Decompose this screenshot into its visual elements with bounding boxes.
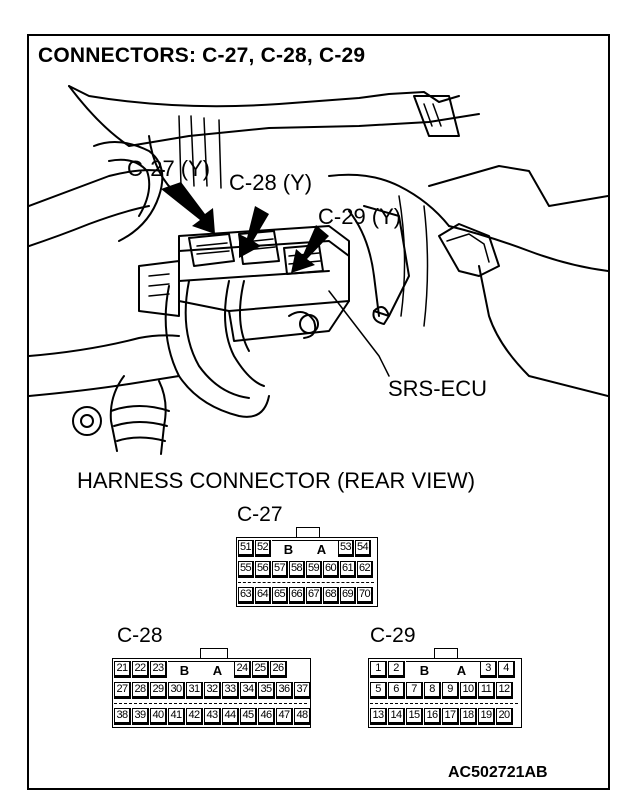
pin-19: 19 <box>478 708 495 725</box>
row-separator <box>114 703 307 704</box>
pin-29: 29 <box>150 682 167 699</box>
pin-1: 1 <box>370 661 387 678</box>
pin-4: 4 <box>498 661 515 678</box>
pin-58: 58 <box>289 561 305 578</box>
pin-61: 61 <box>340 561 356 578</box>
pin-2: 2 <box>388 661 405 678</box>
pin-7: 7 <box>406 682 423 699</box>
pin-13: 13 <box>370 708 387 725</box>
pin-30: 30 <box>168 682 185 699</box>
pin-38: 38 <box>114 708 131 725</box>
pin-21: 21 <box>114 661 131 678</box>
pin-57: 57 <box>272 561 288 578</box>
callout-c28: C-28 (Y) <box>229 170 313 195</box>
key-B: B <box>272 540 305 557</box>
pin-52: 52 <box>255 540 271 557</box>
callout-srs-ecu: SRS-ECU <box>388 376 488 401</box>
pin-48: 48 <box>294 708 311 725</box>
pin-47: 47 <box>276 708 293 725</box>
connector-body <box>112 658 311 728</box>
pin-15: 15 <box>406 708 423 725</box>
pin-59: 59 <box>306 561 322 578</box>
pin-9: 9 <box>442 682 459 699</box>
pin-56: 56 <box>255 561 271 578</box>
figure-title: CONNECTORS: C-27, C-28, C-29 <box>38 44 366 67</box>
pin-27: 27 <box>114 682 131 699</box>
pin-24: 24 <box>234 661 251 678</box>
harness-connector-heading: HARNESS CONNECTOR (REAR VIEW) <box>77 468 476 493</box>
pin-62: 62 <box>357 561 373 578</box>
pin-41: 41 <box>168 708 185 725</box>
pin-5: 5 <box>370 682 387 699</box>
pin-36: 36 <box>276 682 293 699</box>
key-B: B <box>406 661 443 678</box>
pin-51: 51 <box>238 540 254 557</box>
pin-39: 39 <box>132 708 149 725</box>
pin-28: 28 <box>132 682 149 699</box>
pin-22: 22 <box>132 661 149 678</box>
pin-40: 40 <box>150 708 167 725</box>
pin-65: 65 <box>272 587 288 604</box>
figure-frame <box>27 34 610 790</box>
pin-12: 12 <box>496 682 513 699</box>
connector-latch <box>434 648 458 659</box>
pin-54: 54 <box>355 540 371 557</box>
pin-10: 10 <box>460 682 477 699</box>
pin-17: 17 <box>442 708 459 725</box>
key-A: A <box>443 661 480 678</box>
pin-68: 68 <box>323 587 339 604</box>
pin-37: 37 <box>294 682 311 699</box>
pin-34: 34 <box>240 682 257 699</box>
pin-32: 32 <box>204 682 221 699</box>
srs-ecu-illustration <box>29 85 608 455</box>
connector-c28-label: C-28 <box>117 624 163 647</box>
pin-20: 20 <box>496 708 513 725</box>
pin-63: 63 <box>238 587 254 604</box>
pin-3: 3 <box>480 661 497 678</box>
row-separator <box>238 582 374 583</box>
pin-25: 25 <box>252 661 269 678</box>
key-A: A <box>201 661 234 678</box>
pin-67: 67 <box>306 587 322 604</box>
pin-35: 35 <box>258 682 275 699</box>
key-A: A <box>305 540 338 557</box>
pin-33: 33 <box>222 682 239 699</box>
pin-60: 60 <box>323 561 339 578</box>
key-B: B <box>168 661 201 678</box>
pin-31: 31 <box>186 682 203 699</box>
pin-64: 64 <box>255 587 271 604</box>
pin-8: 8 <box>424 682 441 699</box>
figure-code: AC502721AB <box>448 764 548 781</box>
pin-46: 46 <box>258 708 275 725</box>
pin-43: 43 <box>204 708 221 725</box>
pin-44: 44 <box>222 708 239 725</box>
pin-69: 69 <box>340 587 356 604</box>
pin-18: 18 <box>460 708 477 725</box>
pin-66: 66 <box>289 587 305 604</box>
pin-14: 14 <box>388 708 405 725</box>
connector-c29-label: C-29 <box>370 624 416 647</box>
pin-6: 6 <box>388 682 405 699</box>
pin-53: 53 <box>338 540 354 557</box>
callout-c29: C-29 (Y) <box>318 204 402 229</box>
callout-c27: C-27 (Y) <box>127 156 211 181</box>
pin-70: 70 <box>357 587 373 604</box>
pin-23: 23 <box>150 661 167 678</box>
pin-26: 26 <box>270 661 287 678</box>
connector-latch <box>200 648 228 659</box>
pin-42: 42 <box>186 708 203 725</box>
pin-11: 11 <box>478 682 495 699</box>
pin-16: 16 <box>424 708 441 725</box>
pin-55: 55 <box>238 561 254 578</box>
connector-latch <box>296 527 320 538</box>
pin-45: 45 <box>240 708 257 725</box>
connector-c27-label: C-27 <box>237 503 283 526</box>
row-separator <box>370 703 518 704</box>
